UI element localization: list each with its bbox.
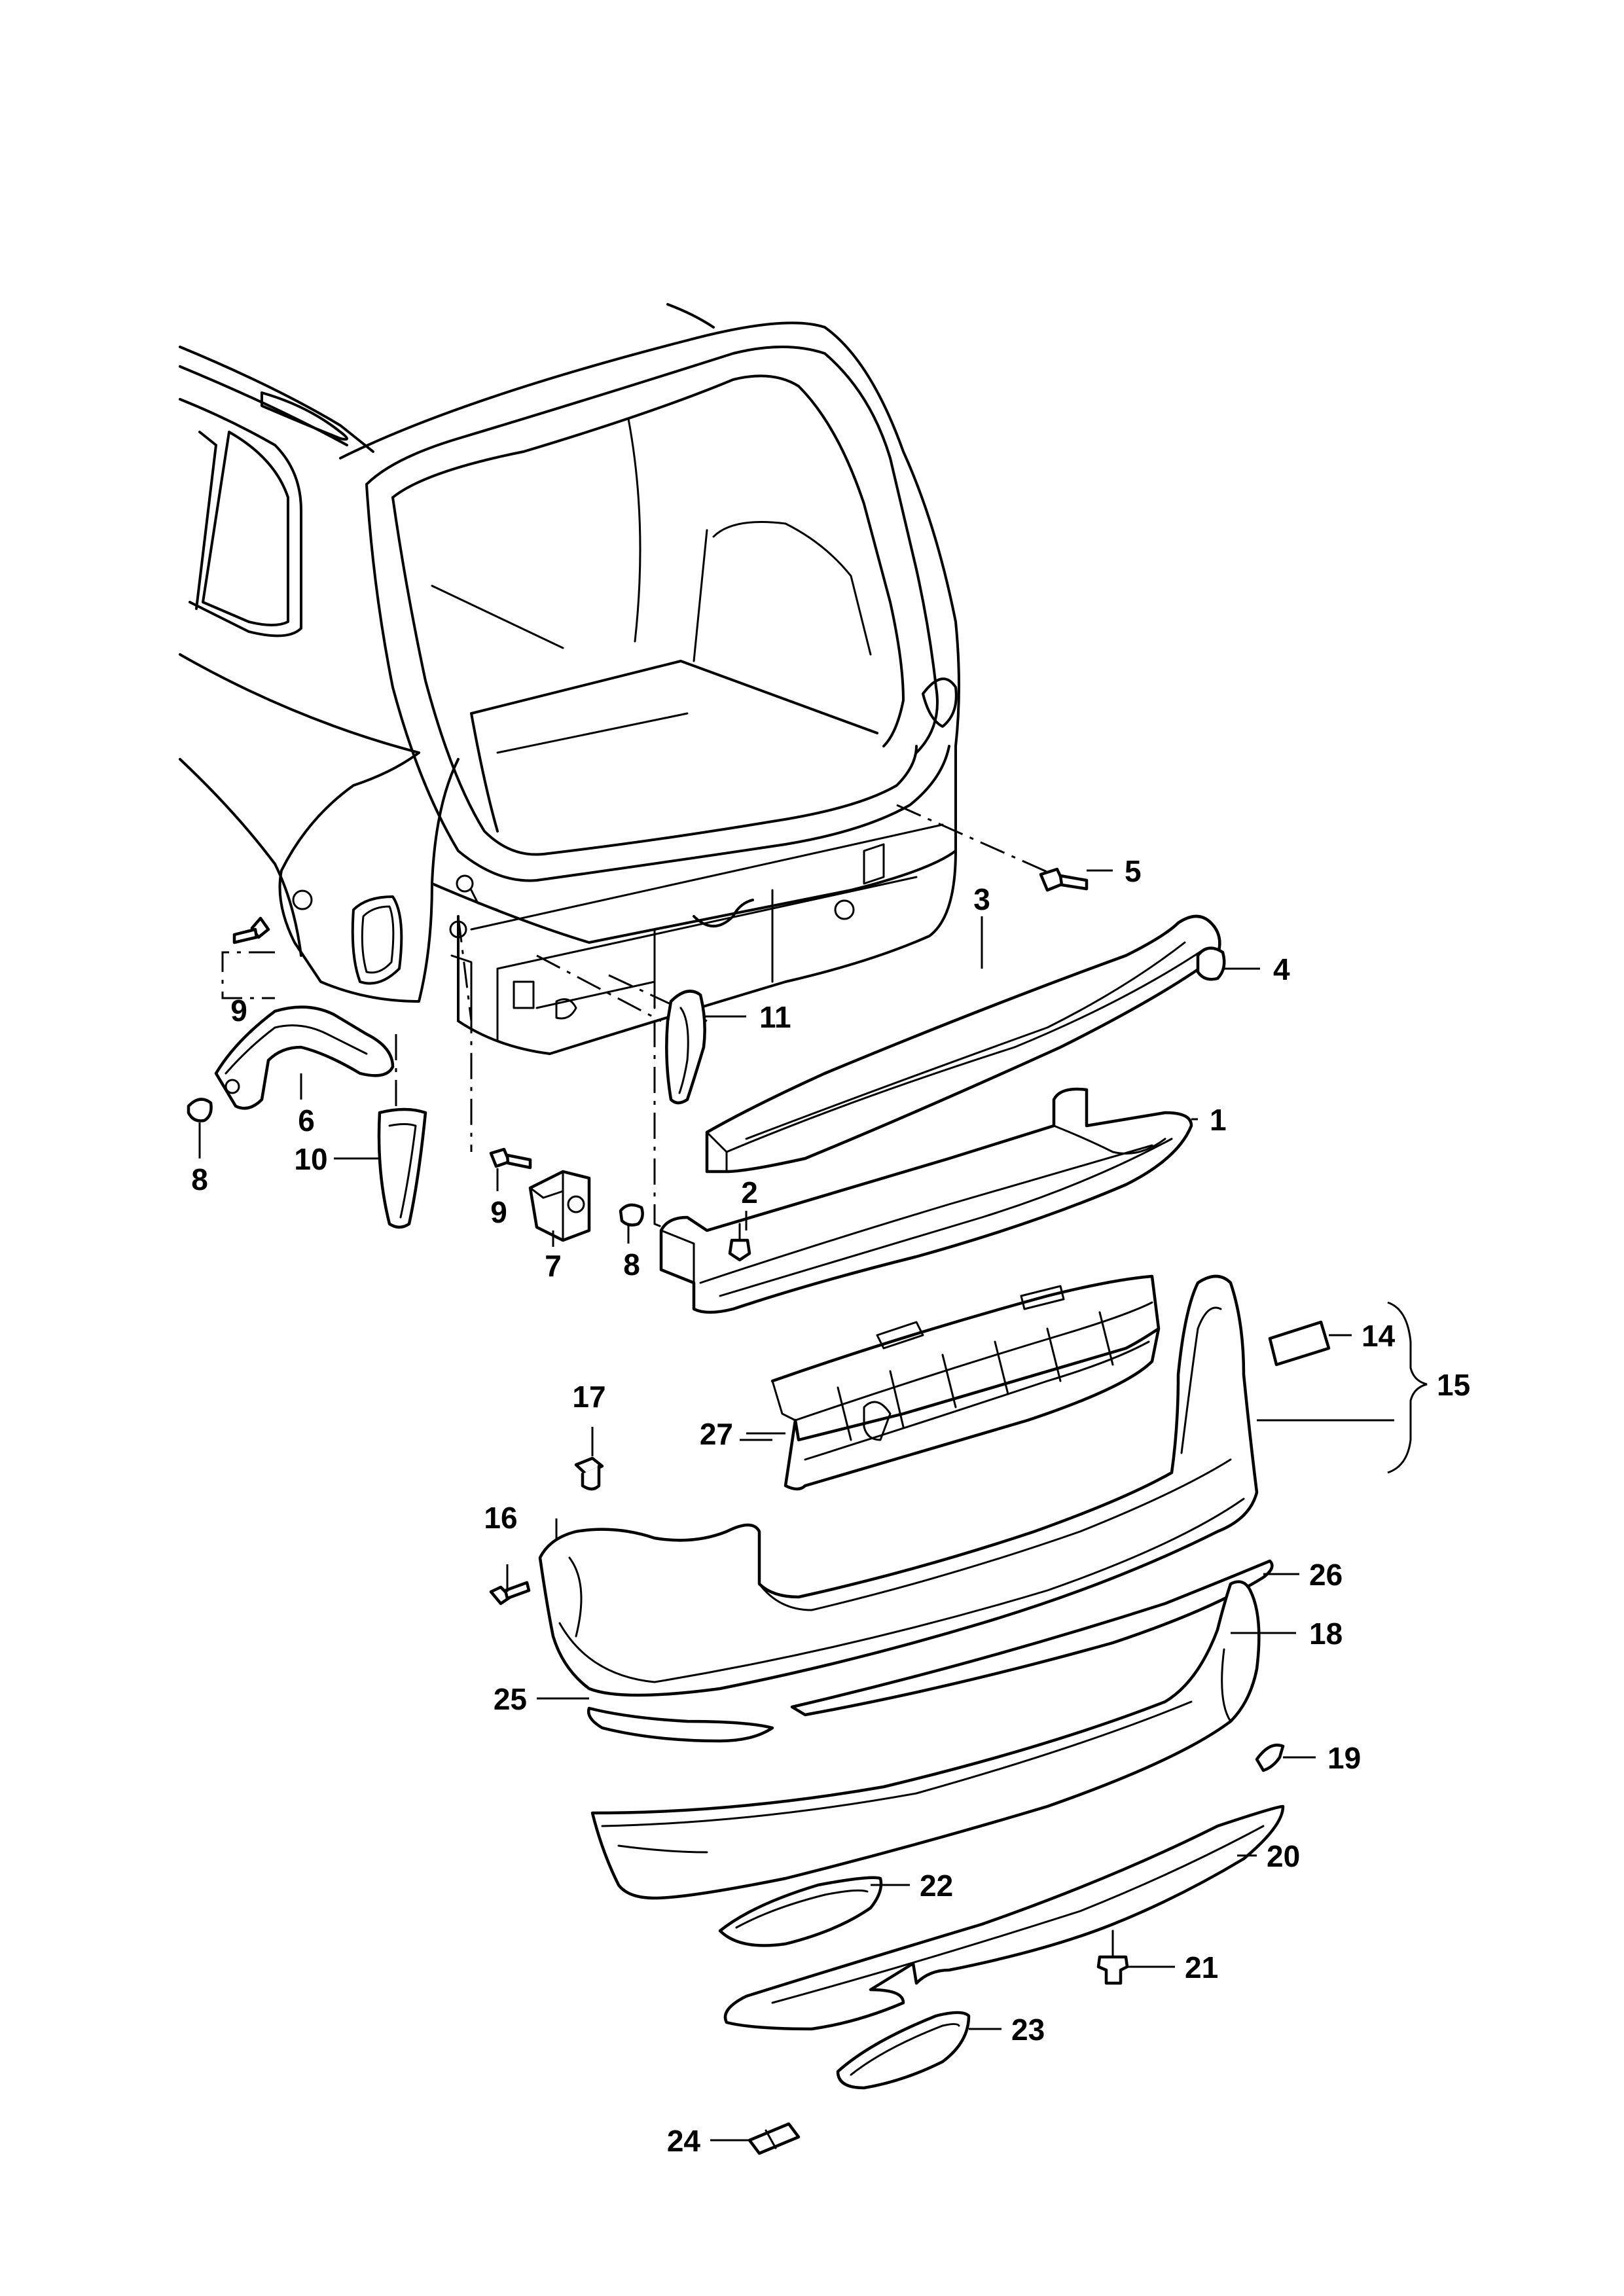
- part-15-bumper-cover: [538, 1274, 1259, 1697]
- part-6-side-bracket: [214, 1005, 395, 1110]
- callout-6: 6: [298, 1103, 315, 1138]
- part-4-cap: [1196, 946, 1226, 981]
- callout-8-left: 8: [191, 1162, 208, 1196]
- callout-22: 22: [920, 1869, 953, 1903]
- car-body-rear: [179, 303, 960, 1055]
- part-16-bolt: [489, 1581, 531, 1605]
- part-17-clip: [574, 1456, 604, 1491]
- callout-15: 15: [1437, 1368, 1470, 1402]
- part-21-nut: [1096, 1929, 1129, 1985]
- callout-leaders: [198, 869, 1428, 2142]
- callout-2: 2: [741, 1175, 758, 1210]
- callout-5: 5: [1125, 854, 1142, 888]
- part-27-mounting-bracket: [770, 1274, 1161, 1491]
- callout-27: 27: [700, 1417, 733, 1451]
- part-23-exhaust-trim: [836, 2011, 971, 2090]
- callout-19: 19: [1327, 1741, 1361, 1775]
- callout-20: 20: [1267, 1839, 1300, 1873]
- part-7-bracket: [528, 1170, 591, 1242]
- callout-7: 7: [545, 1249, 562, 1283]
- part-26-trim-strip: [790, 1559, 1274, 1717]
- callout-1: 1: [1210, 1103, 1227, 1137]
- callout-9-left: 9: [230, 994, 247, 1028]
- part-14-plate: [1268, 1320, 1331, 1367]
- callout-18: 18: [1309, 1617, 1343, 1651]
- assembly-lines: [221, 804, 1074, 1571]
- callout-numbers: 1 2 3 4 5 6 7 8 8 9 9 10 11 14 15 16 17 …: [191, 854, 1470, 2158]
- part-18-lower-bumper: [590, 1580, 1261, 1900]
- callout-4: 4: [1273, 952, 1290, 986]
- part-24-bracket: [748, 2122, 801, 2155]
- callout-14: 14: [1362, 1319, 1396, 1353]
- part-25-reflector: [586, 1706, 774, 1743]
- callout-3: 3: [973, 882, 990, 916]
- part-3-upper-beam: [705, 914, 1221, 1174]
- callout-17: 17: [572, 1380, 605, 1414]
- part-20-diffuser: [723, 1804, 1285, 2031]
- part-9-bolt-left: [232, 916, 270, 944]
- part-10-foam-pad: [377, 1107, 427, 1229]
- callout-26: 26: [1309, 1558, 1343, 1592]
- callout-24: 24: [667, 2124, 701, 2158]
- part-8-cap-left: [187, 1098, 213, 1122]
- callout-10: 10: [294, 1142, 327, 1176]
- part-2-bolt: [728, 1223, 751, 1262]
- part-19-clip: [1255, 1744, 1285, 1772]
- part-11-foam-block: [665, 990, 706, 1105]
- callout-25: 25: [494, 1682, 527, 1716]
- callout-16: 16: [484, 1501, 517, 1535]
- part-8-cap-right: [619, 1203, 644, 1227]
- callout-8-right: 8: [623, 1247, 640, 1282]
- part-22-exhaust-trim: [718, 1876, 883, 1947]
- callout-9-right: 9: [490, 1195, 507, 1229]
- callout-11: 11: [759, 1000, 791, 1034]
- part-1-bumper-carrier: [659, 1087, 1193, 1314]
- callout-21: 21: [1185, 1950, 1218, 1984]
- part-5-bolt: [1039, 867, 1089, 892]
- callout-23: 23: [1011, 2013, 1045, 2047]
- part-9-bolt-right: [489, 1147, 532, 1170]
